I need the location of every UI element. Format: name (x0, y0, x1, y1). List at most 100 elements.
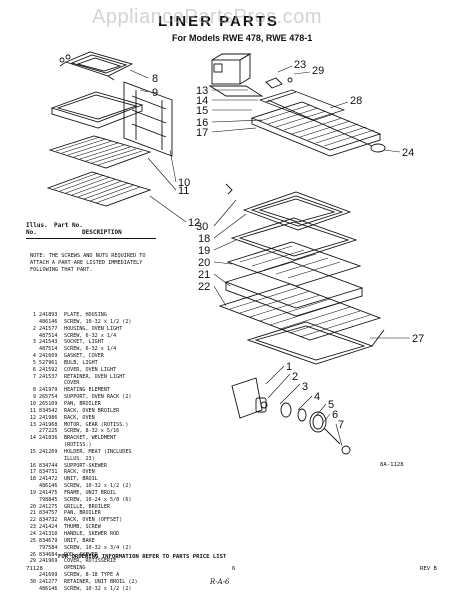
part-description: SUPPORT, OVEN RACK (2) (64, 394, 132, 401)
part-number: 241537 (39, 373, 58, 380)
part-illus-number: 30 (29, 578, 36, 585)
part-number: 241979 (39, 387, 58, 394)
callout-16: 16 (196, 117, 208, 129)
header-no: No. (26, 229, 37, 236)
part-number: 487514 (39, 346, 58, 353)
part-number: 486146 (39, 585, 58, 592)
part-illus-number: 14 (29, 435, 36, 442)
part-illus-number (26, 346, 36, 353)
part-illus-number: 21 (29, 510, 36, 517)
parts-list-row: OPENING (26, 565, 226, 572)
part-number: 834542 (39, 407, 58, 414)
part-number: 241968 (39, 421, 58, 428)
part-number: 241609 (39, 353, 58, 360)
part-description: COVER (64, 380, 80, 387)
part-description: SCREW, 10-32 x 1/2 (2) (64, 483, 132, 490)
part-illus-number (26, 456, 36, 463)
part-illus-number (26, 319, 36, 326)
part-description: PAN, BROILER (64, 400, 101, 407)
callout-17: 17 (196, 127, 208, 139)
callout-9: 9 (152, 87, 158, 99)
broiler-rack-11 (48, 135, 152, 169)
part-description: HOUSING, OVEN LIGHT (64, 325, 123, 332)
part-number: 241836 (39, 435, 58, 442)
part-description: SCREW, 10-32 x 1/2 (2) (64, 318, 132, 325)
parts-list-row: 486146 SCREW, 10-32 x 1/2 (2) (26, 483, 226, 490)
part-number: 241577 (39, 325, 58, 332)
part-description: SCREW, 10-32 x 1/2 (2) (64, 585, 132, 592)
callout-6: 6 (332, 409, 338, 421)
part-illus-number (26, 483, 36, 490)
part-illus-number (26, 586, 36, 593)
broiler-pan-21 (224, 261, 364, 317)
part-number: 797584 (39, 544, 58, 551)
part-number: 241275 (39, 503, 58, 510)
part-number: 241893 (39, 312, 58, 318)
part-illus-number: 8 (32, 387, 36, 394)
part-illus-number: 22 (29, 517, 36, 524)
bake-unit-27 (246, 321, 385, 365)
part-illus-number: 12 (29, 414, 36, 421)
part-description: SCREW, 6-32 x 1/4 (64, 332, 117, 339)
header-divider (26, 238, 156, 239)
part-description: RACK, OVEN (OFFSET) (64, 517, 123, 524)
parts-list-row: ILLUS. 23) (26, 456, 226, 463)
part-description: HEATING ELEMENT (64, 387, 111, 394)
callout-28: 28 (350, 95, 362, 107)
part-number: 486146 (39, 483, 58, 490)
header-ill: Illus. (26, 222, 48, 229)
part-description: OPENING (64, 565, 86, 572)
note-text: NOTE: THE SCREWS AND NUTS REQUIRED TO AT… (30, 253, 146, 273)
part-number (39, 442, 61, 449)
rotisserie-cover-29 (265, 77, 293, 89)
part-illus-number: 13 (29, 421, 36, 428)
part-number: 265754 (39, 394, 58, 401)
part-illus-number: 20 (29, 503, 36, 510)
broil-unit-frame-19 (230, 217, 358, 261)
part-illus-number: 23 (29, 524, 36, 531)
part-number: 834731 (39, 469, 58, 476)
oven-light-assembly (231, 377, 351, 455)
part-description: MOTOR, GEAR (ROTISS.) (64, 421, 129, 428)
part-number (39, 456, 61, 463)
callout-18: 18 (198, 233, 210, 245)
callout-8: 8 (152, 73, 158, 85)
parts-list-row: (ROTISS.) (26, 442, 226, 449)
part-description: SCREW, 10-32 x 3/4 (2) (64, 544, 132, 551)
part-description: FRAME, UNIT BROIL (64, 489, 117, 496)
broiler-grille-20 (226, 241, 362, 287)
retainer-30 (225, 183, 233, 195)
part-description: RETAINER, UNIT BROIL (2) (64, 578, 138, 585)
part-description: BRACKET, WELDMENT (64, 435, 117, 442)
part-description: SCREW, 8-18 TYPE A (64, 572, 120, 579)
part-description: ROD, SKEWER (64, 551, 98, 558)
ordering-footer: FOR ORDERING INFORMATION REFER TO PARTS … (58, 554, 227, 560)
callout-3: 3 (302, 381, 308, 393)
part-illus-number: 1 (32, 312, 36, 318)
callout-15: 15 (196, 105, 208, 117)
part-description: GRILLE, BROILER (64, 503, 111, 510)
part-description: COVER, OVEN LIGHT (64, 366, 117, 373)
heating-element-8 (59, 51, 134, 81)
part-illus-number (26, 333, 36, 340)
part-illus-number: 17 (29, 469, 36, 476)
part-number (39, 380, 61, 387)
part-illus-number: 24 (29, 531, 36, 537)
part-description: COVER, ROTISSERIE (64, 558, 117, 565)
part-number: 834757 (39, 510, 58, 517)
